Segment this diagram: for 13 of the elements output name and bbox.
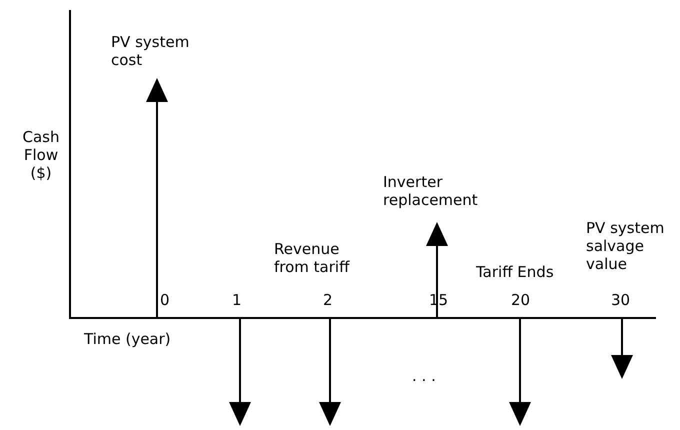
tick-label: 30: [611, 291, 630, 309]
axis-title: Time (year): [84, 330, 171, 348]
tick-label: 0: [160, 291, 170, 309]
event-label: Tariff Ends: [476, 263, 554, 281]
value-label: PV system salvage value: [586, 219, 666, 273]
cost-label: Inverter replacement: [383, 173, 479, 209]
revenue-label: Revenue from tariff: [274, 240, 351, 276]
axis-title: Cash Flow ($): [22, 128, 60, 182]
tick-label: 20: [511, 291, 530, 309]
tick-label: 2: [323, 291, 333, 309]
tick-label: 1: [232, 291, 242, 309]
cost-label: PV system cost: [111, 33, 190, 69]
ellipsis: . . .: [412, 367, 436, 385]
